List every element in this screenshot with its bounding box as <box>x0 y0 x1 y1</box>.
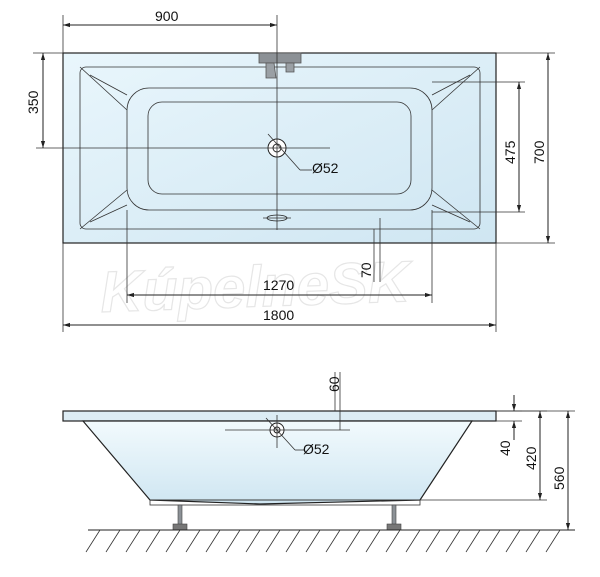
tub-leg-right <box>386 504 402 531</box>
tub-bevel-lines <box>79 66 481 230</box>
tub-body-side <box>81 420 474 505</box>
dim-1800-label: 1800 <box>263 307 294 323</box>
tub-leg-left <box>172 504 188 531</box>
dim-1270-label: 1270 <box>263 277 294 293</box>
dim-350-label: 350 <box>25 90 41 114</box>
top-view: 900 350 475 700 Ø52 70 1270 1800 <box>25 8 555 332</box>
faucet-icon <box>258 52 302 79</box>
dim-60-label: 60 <box>326 376 342 392</box>
dim-475-label: 475 <box>502 140 518 164</box>
watermark-text: KúpelneSK <box>99 249 415 325</box>
tub-rim-side <box>62 410 497 422</box>
dim-700-label: 700 <box>531 140 547 164</box>
side-view: Ø52 60 40 420 560 <box>62 372 575 553</box>
dim-70-label: 70 <box>358 262 374 278</box>
floor-hatching <box>85 529 561 553</box>
dim-900-label: 900 <box>155 8 179 24</box>
dim-560-label: 560 <box>551 466 567 490</box>
dim-420-label: 420 <box>523 446 539 470</box>
dim-40-label: 40 <box>497 440 513 456</box>
drain-diameter-label-top: Ø52 <box>312 160 339 176</box>
tub-bowl-top <box>126 87 433 211</box>
drain-diameter-label-side: Ø52 <box>303 441 330 457</box>
